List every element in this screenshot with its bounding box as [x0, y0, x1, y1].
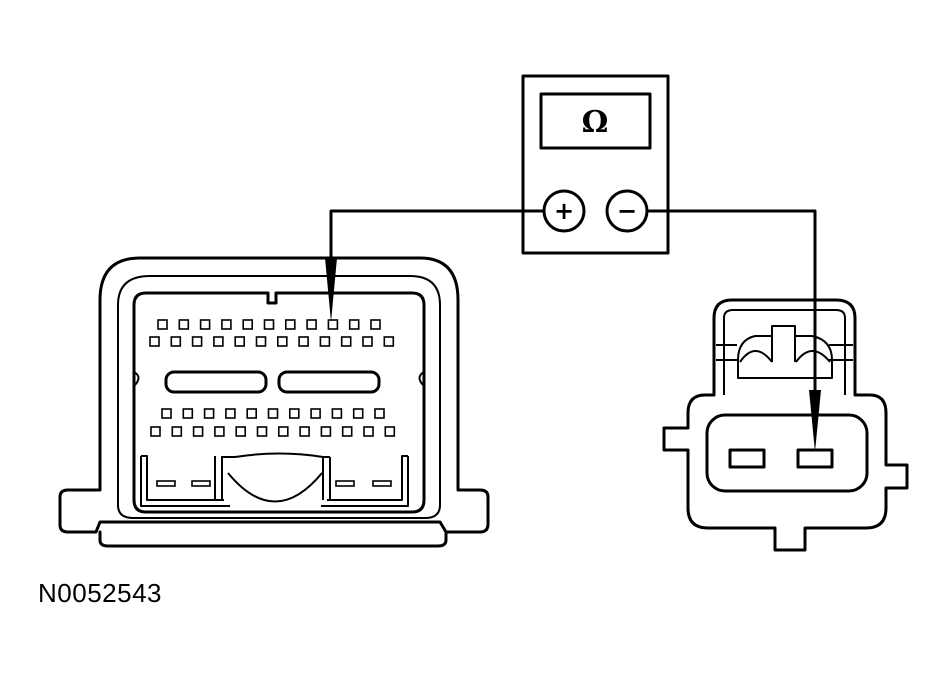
pin-cavity [191, 336, 203, 347]
ohmmeter-display [539, 92, 652, 150]
module-pin-rows [149, 319, 396, 437]
figure-id: N0052543 [38, 578, 162, 608]
sensor-latch-detail [739, 336, 831, 363]
sensor-pin-1 [728, 448, 766, 469]
pin-cavity [284, 319, 296, 330]
module-center-key-curve [227, 472, 323, 503]
module-housing-outline [58, 256, 490, 534]
pin-cavity [277, 426, 289, 437]
pin-cavity [299, 426, 310, 437]
pin-cavity [161, 408, 172, 419]
sensor-latch-tab [737, 325, 833, 379]
pin-cavity [319, 336, 331, 347]
pin-cavity [320, 426, 332, 437]
pin-cavity [276, 336, 288, 347]
pin-cavity [383, 336, 395, 347]
pin-cavity [348, 319, 360, 330]
ohmmeter: Ω + − [521, 74, 670, 255]
blade-terminal [156, 480, 176, 487]
pin-cavity [221, 319, 232, 330]
pin-cavity [203, 408, 215, 419]
pin-cavity [214, 426, 225, 437]
pin-cavity [178, 319, 190, 330]
pin-cavity [341, 426, 353, 437]
ohm-symbol: Ω [582, 105, 609, 140]
pin-cavity [255, 336, 267, 347]
pin-cavity [182, 408, 194, 419]
module-face-notch-left [133, 371, 140, 387]
blade-terminal [191, 480, 211, 487]
module-housing-base [98, 530, 448, 548]
pin-cavity [246, 408, 257, 419]
negative-test-lead [645, 209, 817, 394]
positive-probe-tip [325, 258, 337, 322]
pin-cavity [256, 426, 268, 437]
sensor-connector [662, 298, 909, 552]
pin-cavity [288, 408, 300, 419]
pin-cavity [235, 426, 246, 437]
pin-cavity [306, 319, 317, 330]
module-connector-face [132, 291, 426, 514]
negative-probe-tip [809, 390, 821, 452]
module-lower-pocket-right [321, 455, 409, 507]
module-face-notch-right [418, 371, 425, 387]
pin-cavity [199, 319, 211, 330]
pin-cavity [150, 426, 161, 437]
sensor-latch-band [716, 344, 853, 361]
pin-cavity [370, 319, 381, 330]
pin-cavity [192, 426, 204, 437]
sensor-latch-housing [723, 309, 846, 395]
pin-cavity [331, 408, 343, 419]
pin-cavity [213, 336, 224, 347]
module-blade-terminals [156, 480, 392, 487]
pin-cavity [374, 408, 385, 419]
module-oval-socket-right [277, 370, 381, 394]
test-leads [325, 209, 821, 452]
sensor-connector-face [705, 413, 869, 493]
pin-cavity [170, 336, 182, 347]
blade-terminal [372, 480, 392, 487]
pin-cavity [340, 336, 352, 347]
module-center-key [214, 452, 331, 500]
module-oval-socket-left [164, 370, 268, 394]
pin-cavity [149, 336, 160, 347]
negative-terminal-label: − [617, 197, 637, 225]
pin-cavity [225, 408, 236, 419]
sensor-pin-2 [796, 448, 834, 469]
module-connector [58, 256, 490, 548]
ohmmeter-body [521, 74, 670, 255]
pin-cavity [298, 336, 309, 347]
pin-cavity [327, 319, 339, 330]
pin-cavity [384, 426, 396, 437]
module-housing-rim [117, 275, 441, 519]
positive-terminal-label: + [554, 197, 574, 225]
blade-terminal [335, 480, 355, 487]
sensor-connector-outline [662, 298, 909, 552]
pin-cavity [352, 408, 364, 419]
pin-cavity [242, 319, 253, 330]
pin-cavity [363, 426, 374, 437]
pin-cavity [171, 426, 183, 437]
pin-cavity [362, 336, 373, 347]
pin-cavity [310, 408, 321, 419]
positive-test-lead [329, 209, 546, 264]
pin-cavity [267, 408, 279, 419]
pin-cavity [234, 336, 245, 347]
pin-cavity [263, 319, 275, 330]
pin-cavity [157, 319, 168, 330]
module-lower-pocket [140, 455, 230, 507]
